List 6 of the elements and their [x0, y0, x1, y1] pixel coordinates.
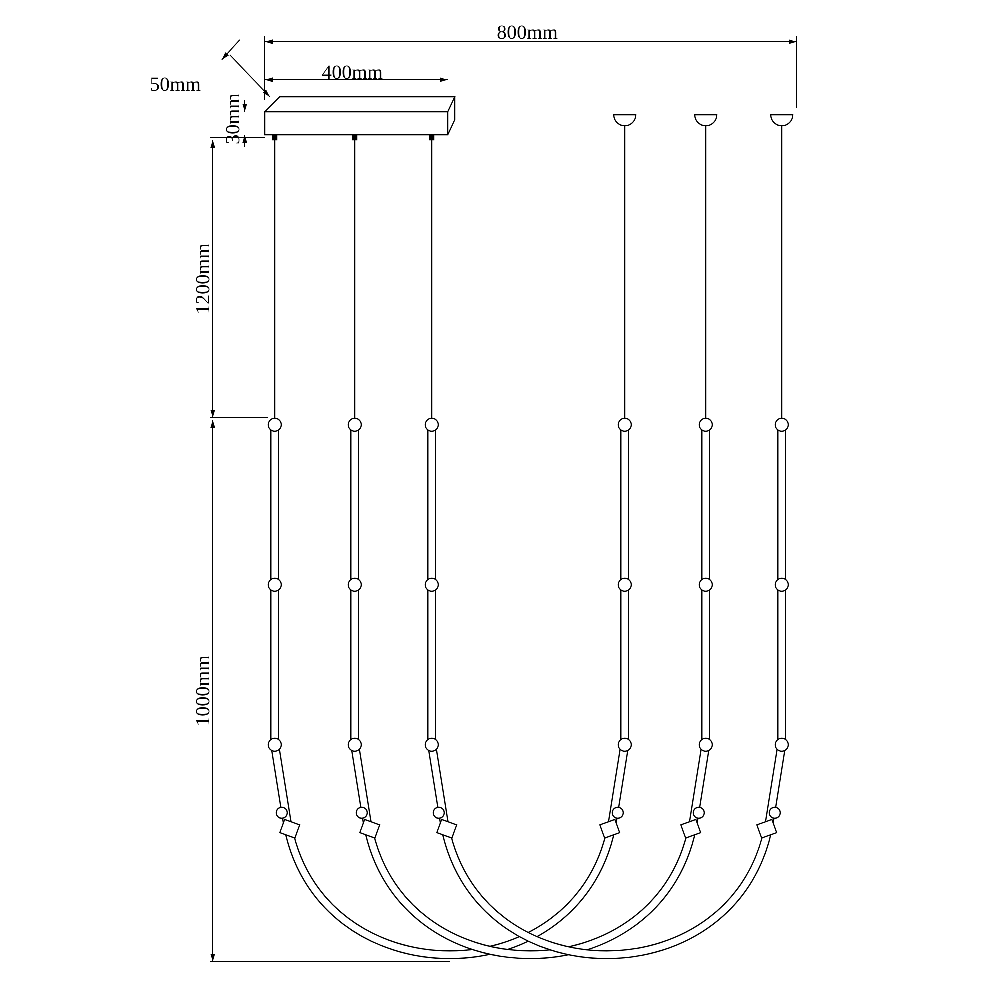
dimension-label: 30mm	[222, 93, 245, 145]
dimension-label: 1000mm	[192, 655, 215, 727]
dimension-label: 800mm	[497, 22, 558, 44]
dimension-label: 1200mm	[192, 243, 215, 315]
dimension-label: 400mm	[322, 62, 384, 84]
dimension-label: 50mm	[150, 74, 202, 96]
